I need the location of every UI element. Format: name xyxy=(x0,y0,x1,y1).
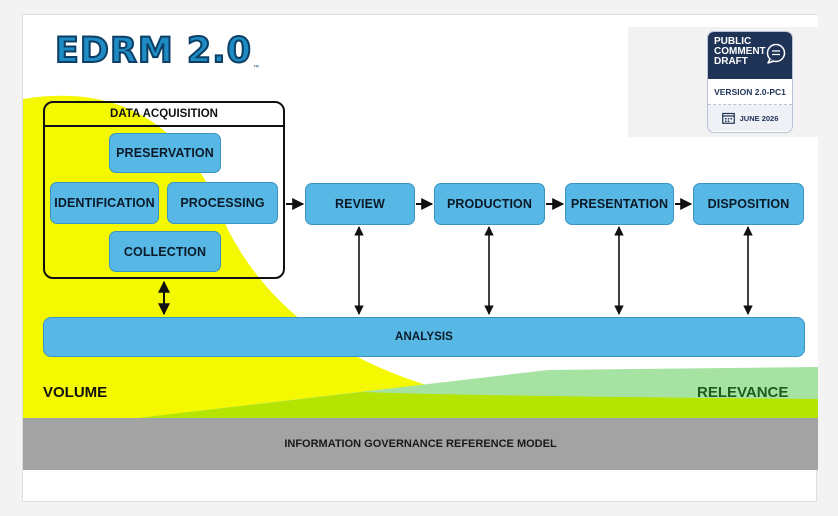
information-governance-bar[interactable]: INFORMATION GOVERNANCE REFERENCE MODEL xyxy=(23,418,818,470)
badge-date-row: JUNE 2026 xyxy=(708,105,792,131)
relevance-label: RELEVANCE xyxy=(697,384,789,401)
badge-line-draft: DRAFT xyxy=(714,56,748,67)
badge-header: PUBLIC COMMENT DRAFT xyxy=(708,32,792,79)
badge-version: VERSION 2.0-PC1 xyxy=(708,79,792,105)
edrm-logo: EDRM 2.0 ™ xyxy=(54,30,259,71)
presentation-box[interactable]: PRESENTATION xyxy=(565,183,674,225)
information-governance-label: INFORMATION GOVERNANCE REFERENCE MODEL xyxy=(284,438,557,450)
volume-relevance-overlap xyxy=(138,392,818,418)
identification-box[interactable]: IDENTIFICATION xyxy=(50,182,159,224)
content-card: EDRM 2.0 ™ PUBLIC COMMENT DRAFT VERSION … xyxy=(22,14,818,502)
data-acquisition-group: DATA ACQUISITION xyxy=(43,101,285,279)
badge-line-public: PUBLIC xyxy=(714,36,752,47)
preservation-box[interactable]: PRESERVATION xyxy=(109,133,221,173)
badge-date: JUNE 2026 xyxy=(739,113,779,123)
processing-box[interactable]: PROCESSING xyxy=(167,182,278,224)
speech-bubble-icon xyxy=(766,43,786,64)
volume-label: VOLUME xyxy=(43,384,108,401)
badge-line-comment: COMMENT xyxy=(714,46,766,57)
edrm-diagram: EDRM 2.0 ™ PUBLIC COMMENT DRAFT VERSION … xyxy=(23,15,818,470)
calendar-icon xyxy=(721,112,735,124)
logo-trademark: ™ xyxy=(252,65,259,71)
data-acquisition-title: DATA ACQUISITION xyxy=(45,103,283,127)
review-box[interactable]: REVIEW xyxy=(305,183,415,225)
public-comment-badge: PUBLIC COMMENT DRAFT VERSION 2.0-PC1 xyxy=(707,31,793,133)
production-box[interactable]: PRODUCTION xyxy=(434,183,545,225)
analysis-box[interactable]: ANALYSIS xyxy=(43,317,805,357)
collection-box[interactable]: COLLECTION xyxy=(109,231,221,272)
disposition-box[interactable]: DISPOSITION xyxy=(693,183,804,225)
logo-text: EDRM 2.0 xyxy=(54,30,252,71)
